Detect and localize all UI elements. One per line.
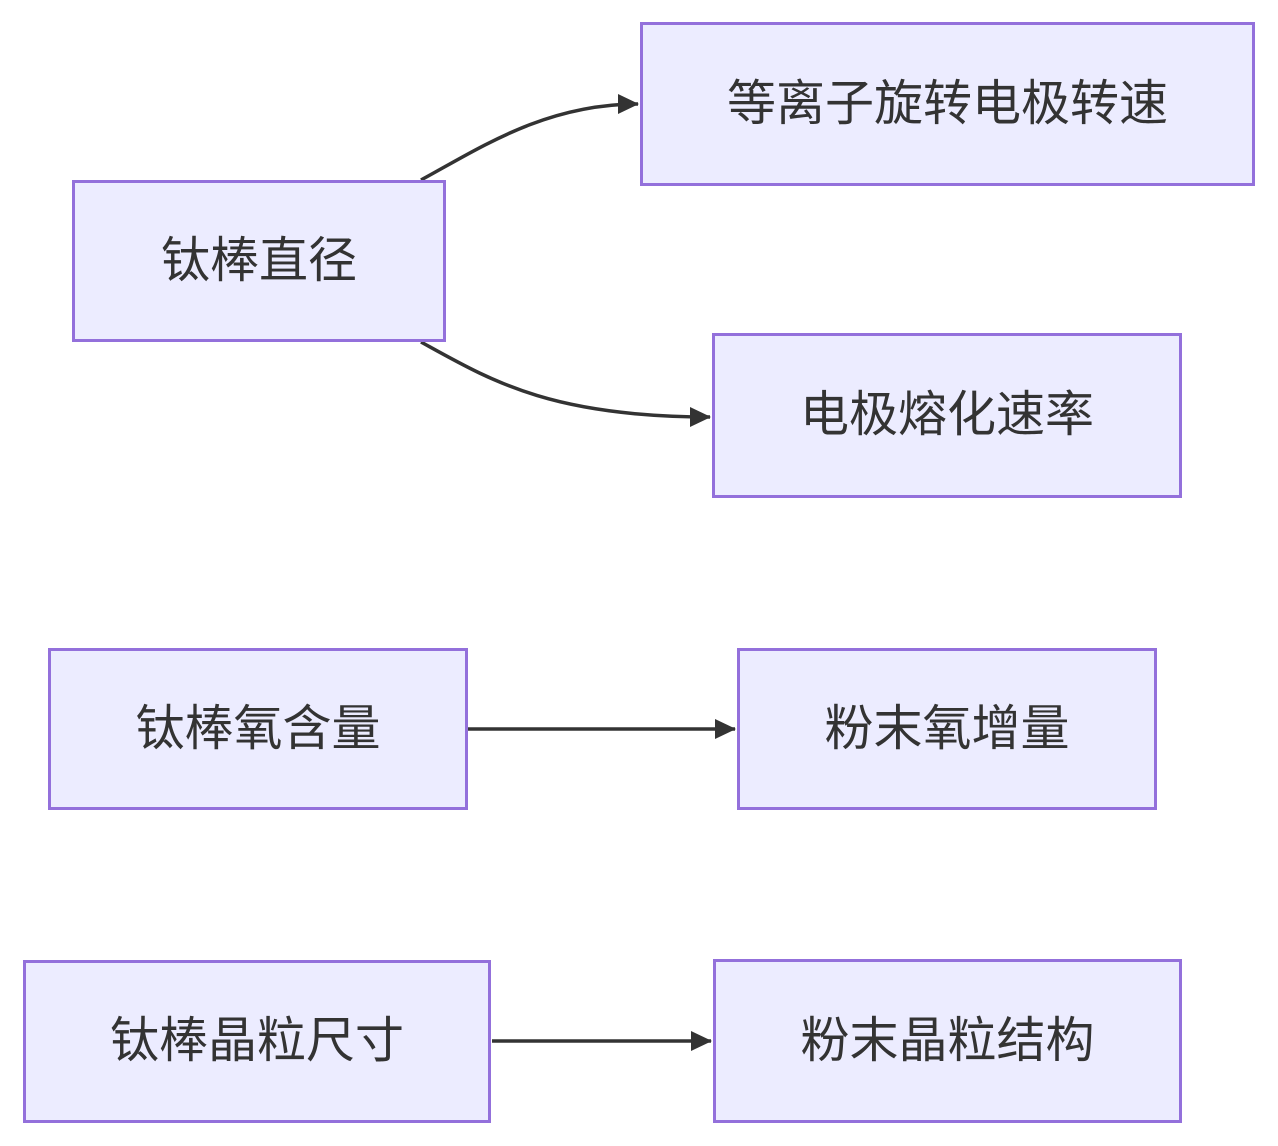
node-rod-grain-size: 钛棒晶粒尺寸	[23, 960, 491, 1123]
node-rod-oxygen-content: 钛棒氧含量	[48, 648, 468, 810]
node-rod-diameter-label: 钛棒直径	[160, 233, 357, 288]
node-rod-oxygen-content-label: 钛棒氧含量	[135, 701, 381, 756]
node-powder-oxygen-increase: 粉末氧增量	[737, 648, 1157, 810]
node-plasma-electrode-speed: 等离子旋转电极转速	[640, 22, 1255, 186]
node-powder-grain-structure: 粉末晶粒结构	[713, 959, 1182, 1123]
edge-rod-diameter-to-electrode-melting-rate	[420, 340, 711, 427]
node-plasma-electrode-speed-label: 等离子旋转电极转速	[726, 76, 1168, 131]
edge-rod-diameter-to-plasma-electrode-speed	[420, 94, 639, 182]
node-rod-diameter: 钛棒直径	[72, 180, 446, 342]
node-rod-grain-size-label: 钛棒晶粒尺寸	[109, 1014, 404, 1069]
node-powder-grain-structure-label: 粉末晶粒结构	[800, 1013, 1095, 1068]
node-electrode-melting-rate: 电极熔化速率	[712, 333, 1182, 498]
node-electrode-melting-rate-label: 电极熔化速率	[799, 388, 1094, 443]
node-powder-oxygen-increase-label: 粉末氧增量	[824, 701, 1070, 756]
